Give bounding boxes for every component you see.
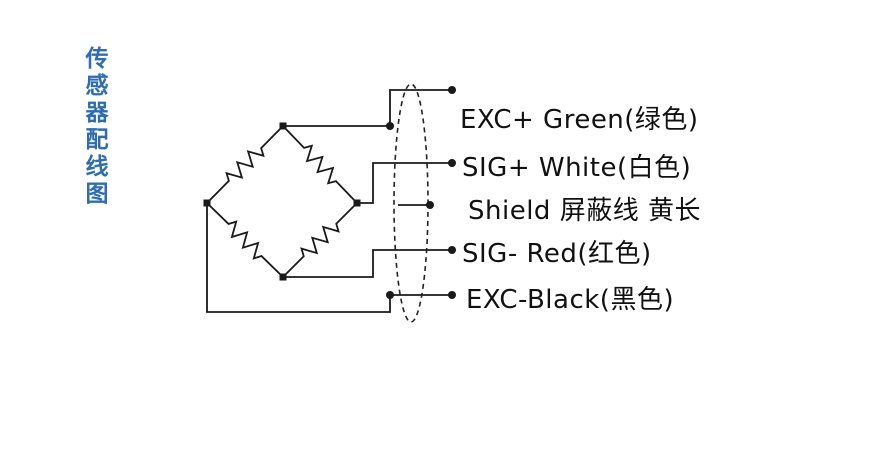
- cable-shield-ellipse: [393, 83, 429, 323]
- resistor-arm: [282, 125, 358, 204]
- wire-label-sig-plus: SIG+ White(白色): [462, 153, 692, 183]
- bridge-node: [279, 122, 287, 130]
- terminal-dot-exc-plus: [448, 86, 456, 94]
- resistor-arm: [206, 125, 284, 204]
- bridge-node: [203, 199, 211, 207]
- bridge-node: [353, 199, 361, 207]
- wire-exc-minus: [206, 203, 452, 313]
- resistor-arm: [206, 202, 284, 278]
- junction-dot: [386, 291, 394, 299]
- terminal-dot-shield: [426, 201, 434, 209]
- wire-exc-plus: [283, 89, 452, 127]
- page-title: 传感器配线图: [85, 46, 109, 207]
- wire-sig-plus: [357, 162, 452, 204]
- resistor-arm: [282, 202, 358, 278]
- wire-label-sig-minus: SIG- Red(红色): [462, 239, 652, 269]
- bridge-node: [279, 273, 287, 281]
- wheatstone-bridge: [203, 122, 361, 281]
- wire-sig-minus: [283, 249, 452, 278]
- junction-dot: [386, 122, 394, 130]
- wire-label-shield: Shield 屏蔽线 黄长: [468, 196, 701, 226]
- terminal-dot-sig-plus: [448, 159, 456, 167]
- wire-label-exc-minus: EXC-Black(黑色): [466, 285, 675, 315]
- wire-label-exc-plus: EXC+ Green(绿色): [460, 105, 699, 135]
- terminal-dot-exc-minus: [448, 291, 456, 299]
- terminal-dot-sig-minus: [448, 246, 456, 254]
